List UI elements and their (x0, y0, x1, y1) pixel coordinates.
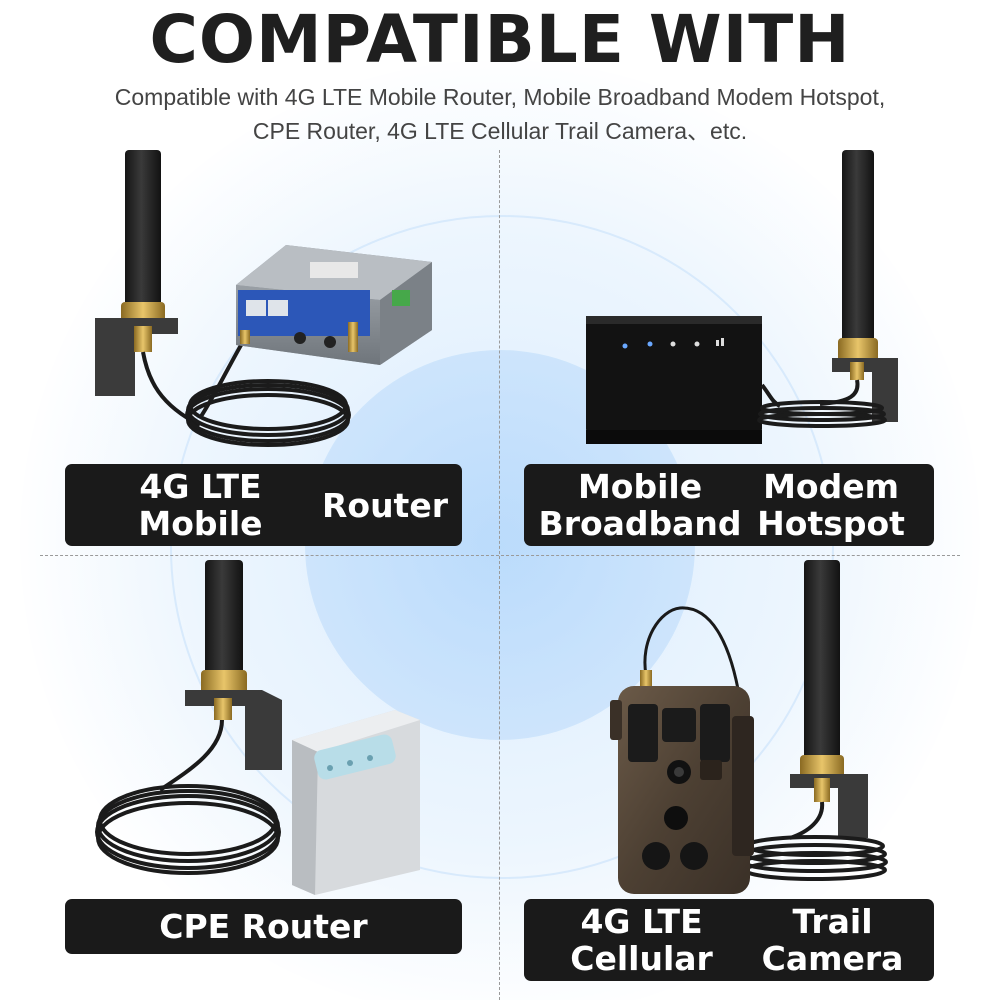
vertical-divider (499, 150, 500, 1000)
cable-coil-panel-3 (95, 784, 281, 875)
horizontal-divider (40, 555, 960, 556)
page-subtitle-line-2: CPE Router, 4G LTE Cellular Trail Camera… (252, 118, 748, 144)
antenna-icon-panel-4 (790, 560, 868, 838)
router-icon (236, 245, 432, 365)
label-line: Modem Hotspot (757, 467, 905, 543)
label-cpe-router: CPE Router (65, 899, 462, 954)
label-line: 4G LTE Cellular (570, 902, 713, 978)
trail-camera-icon (610, 606, 754, 894)
antenna-icon-panel-3 (158, 560, 282, 792)
label-mobile-broadband-modem-hotspot: Mobile Broadband Modem Hotspot (524, 464, 934, 546)
antenna-icon-panel-2 (832, 150, 898, 422)
hotspot-icon (586, 316, 762, 444)
cable-coil-panel-1 (185, 338, 351, 447)
page-subtitle-line-1: Compatible with 4G LTE Mobile Router, Mo… (114, 84, 886, 110)
page-title: COMPATIBLE WITH (149, 1, 851, 78)
cpe-router-icon (292, 710, 420, 895)
label-line: CPE Router (159, 907, 368, 946)
label-line: Trail Camera (761, 902, 904, 978)
cable-coil-panel-2 (757, 379, 887, 428)
label-line: 4G LTE Mobile (138, 467, 263, 543)
label-4g-lte-cellular-trail-camera: 4G LTE Cellular Trail Camera (524, 899, 934, 981)
antenna-icon-panel-1 (95, 150, 201, 427)
label-4g-lte-mobile-router: 4G LTE Mobile Router (65, 464, 462, 546)
label-line: Router (321, 485, 448, 525)
glow-ring-mid (170, 215, 834, 879)
label-line: Mobile Broadband (538, 467, 742, 543)
